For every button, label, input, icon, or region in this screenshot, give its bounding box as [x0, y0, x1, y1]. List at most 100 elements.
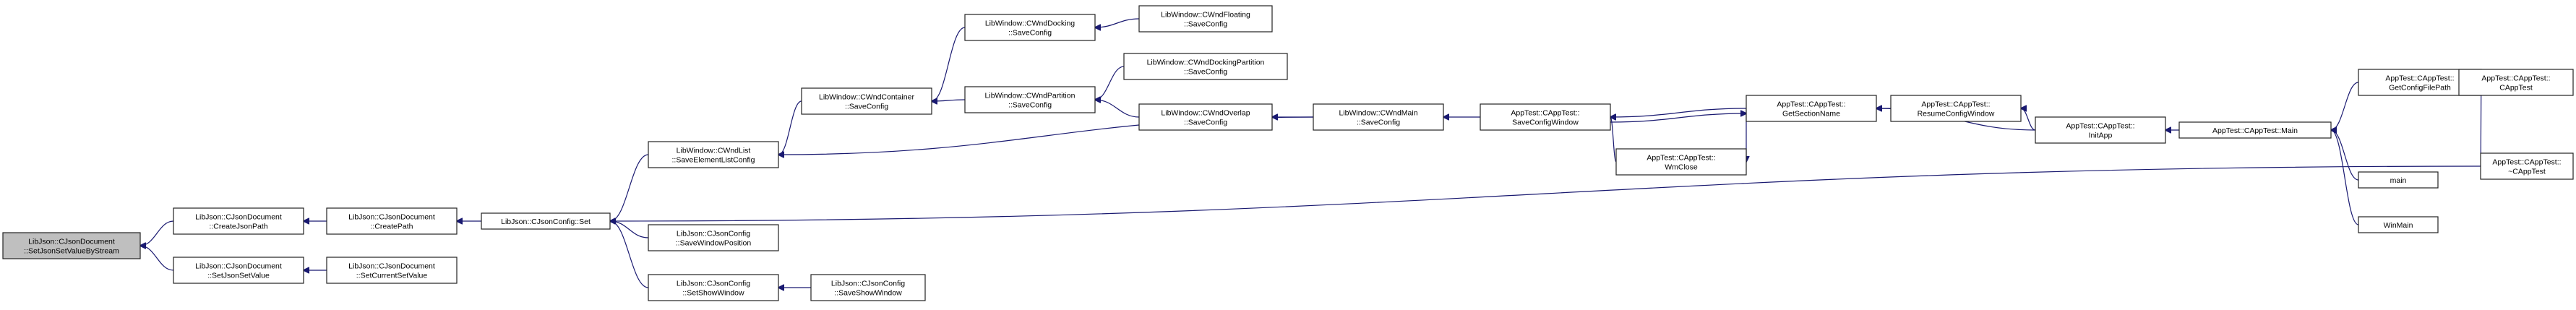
- node-label-line: WinMain: [2384, 221, 2413, 230]
- node-box: [326, 257, 458, 284]
- node-label-line: AppTest::CAppTest::: [1921, 100, 1990, 109]
- node-box: [964, 86, 1096, 113]
- node-overlapSaveConfig[interactable]: LibWindow::CWndOverlap::SaveConfig: [1138, 103, 1273, 131]
- edge-saveConfigWindow-to-getSectionName: [1610, 113, 1746, 123]
- node-getSectionName[interactable]: AppTest::CAppTest::GetSectionName: [1746, 95, 1877, 122]
- node-saveShowWindow[interactable]: LibJson::CJsonConfig::SaveShowWindow: [810, 274, 926, 301]
- node-createJsonPath[interactable]: LibJson::CJsonDocument::CreateJsonPath: [173, 207, 304, 235]
- node-box: [173, 207, 304, 235]
- node-box: [648, 274, 779, 301]
- node-label-line: AppTest::CAppTest::Main: [2212, 126, 2298, 135]
- edge-saveElementListConfig-to-jsonConfigSet: [610, 154, 649, 221]
- node-label-line: ::SetCurrentSetValue: [356, 272, 428, 280]
- node-box: [481, 212, 611, 230]
- node-ctor[interactable]: AppTest::CAppTest::CAppTest: [2458, 69, 2574, 96]
- node-label-line: ::SetShowWindow: [682, 289, 744, 298]
- node-label-line: AppTest::CAppTest::: [1511, 109, 1579, 118]
- node-setJsonSetValue[interactable]: LibJson::CJsonDocument::SetJsonSetValue: [173, 257, 304, 284]
- edge-getConfigFilePath-to-appMain: [2331, 82, 2359, 130]
- node-wmClose[interactable]: AppTest::CAppTest::WmClose: [1615, 148, 1747, 176]
- node-mainSaveConfig[interactable]: LibWindow::CWndMain::SaveConfig: [1313, 103, 1444, 131]
- node-box: [2, 232, 141, 259]
- edge-dockingSaveConfig-to-containerSaveConfig: [932, 27, 966, 101]
- node-label-line: LibJson::CJsonDocument: [195, 213, 282, 222]
- node-box: [2035, 116, 2166, 144]
- node-createPath[interactable]: LibJson::CJsonDocument::CreatePath: [326, 207, 458, 235]
- node-box: [1138, 103, 1273, 131]
- node-jsonConfigSet[interactable]: LibJson::CJsonConfig::Set: [481, 212, 611, 230]
- node-label-line: GetConfigFilePath: [2389, 84, 2451, 92]
- node-box: [2480, 152, 2574, 180]
- node-label-line: LibWindow::CWndOverlap: [1161, 109, 1250, 118]
- node-box: [1615, 148, 1747, 176]
- node-label-line: SaveConfigWindow: [1512, 119, 1579, 127]
- node-containerSaveConfig[interactable]: LibWindow::CWndContainer::SaveConfig: [801, 87, 932, 115]
- node-dtor[interactable]: AppTest::CAppTest::~CAppTest: [2480, 152, 2574, 180]
- node-label-line: CAppTest: [2499, 84, 2533, 92]
- node-saveConfigWindow[interactable]: AppTest::CAppTest::SaveConfigWindow: [1480, 103, 1611, 131]
- node-setCurrentSetValue[interactable]: LibJson::CJsonDocument::SetCurrentSetVal…: [326, 257, 458, 284]
- node-resumeConfigWindow[interactable]: AppTest::CAppTest::ResumeConfigWindow: [1890, 95, 2022, 122]
- node-label-line: LibJson::CJsonDocument: [195, 262, 282, 271]
- node-box: [1746, 95, 1877, 122]
- node-label-line: LibJson::CJsonDocument: [28, 238, 115, 246]
- node-label-line: LibWindow::CWndFloating: [1161, 11, 1250, 20]
- node-label-line: AppTest::CAppTest::: [2066, 122, 2134, 131]
- node-label-line: LibWindow::CWndDocking: [985, 20, 1075, 28]
- node-partitionSaveConfig[interactable]: LibWindow::CWndPartition::SaveConfig: [964, 86, 1096, 113]
- node-box: [2458, 69, 2574, 96]
- node-label-line: AppTest::CAppTest::: [1777, 100, 1845, 109]
- node-winMain[interactable]: WinMain: [2358, 216, 2439, 233]
- node-root[interactable]: LibJson::CJsonDocument::SetJsonSetValueB…: [2, 232, 141, 259]
- node-box: [964, 14, 1096, 41]
- node-box: [648, 141, 779, 168]
- node-box: [173, 257, 304, 284]
- node-setShowWindow[interactable]: LibJson::CJsonConfig::SetShowWindow: [648, 274, 779, 301]
- nodes-layer: LibJson::CJsonDocument::SetJsonSetValueB…: [2, 5, 2574, 301]
- node-label-line: LibJson::CJsonConfig: [677, 280, 750, 288]
- node-saveWindowPosition[interactable]: LibJson::CJsonConfig::SaveWindowPosition: [648, 224, 779, 251]
- node-label-line: ::SaveConfig: [1184, 68, 1227, 77]
- edge-setShowWindow-to-jsonConfigSet: [610, 221, 649, 288]
- node-box: [801, 87, 932, 115]
- node-box: [1313, 103, 1444, 131]
- node-label-line: InitApp: [2089, 132, 2113, 140]
- node-saveElementListConfig[interactable]: LibWindow::CWndList::SaveElementListConf…: [648, 141, 779, 168]
- node-box: [1138, 5, 1273, 33]
- node-initApp[interactable]: AppTest::CAppTest::InitApp: [2035, 116, 2166, 144]
- node-box: [1123, 53, 1288, 80]
- node-label-line: LibJson::CJsonConfig: [677, 230, 750, 238]
- node-floatingSaveConfig[interactable]: LibWindow::CWndFloating::SaveConfig: [1138, 5, 1273, 33]
- node-label-line: LibWindow::CWndDockingPartition: [1147, 59, 1265, 67]
- edge-createJsonPath-to-root: [140, 220, 174, 246]
- node-label-line: ::SetJsonSetValueByStream: [24, 247, 119, 256]
- node-box: [1480, 103, 1611, 131]
- node-label-line: LibJson::CJsonDocument: [348, 262, 435, 271]
- node-label-line: LibWindow::CWndContainer: [819, 93, 914, 102]
- edge-partitionSaveConfig-to-containerSaveConfig: [932, 100, 966, 101]
- node-label-line: ::SaveShowWindow: [834, 289, 902, 298]
- node-main[interactable]: main: [2358, 171, 2439, 189]
- node-label-line: LibJson::CJsonDocument: [348, 213, 435, 222]
- node-label-line: ::SetJsonSetValue: [207, 272, 270, 280]
- node-dockingPartitionSaveConfig[interactable]: LibWindow::CWndDockingPartition::SaveCon…: [1123, 53, 1288, 80]
- node-box: [2358, 216, 2439, 233]
- node-appMain[interactable]: AppTest::CAppTest::Main: [2178, 121, 2332, 139]
- node-label-line: LibJson::CJsonConfig::Set: [501, 218, 591, 226]
- node-label-line: ::CreatePath: [371, 223, 413, 231]
- node-label-line: AppTest::CAppTest::: [2481, 74, 2550, 83]
- node-dockingSaveConfig[interactable]: LibWindow::CWndDocking::SaveConfig: [964, 14, 1096, 41]
- node-label-line: ::SaveConfig: [1008, 29, 1052, 38]
- node-label-line: LibWindow::CWndPartition: [985, 92, 1076, 100]
- node-box: [2178, 121, 2332, 139]
- node-label-line: AppTest::CAppTest::: [1647, 154, 1715, 163]
- node-label-line: GetSectionName: [1782, 110, 1840, 119]
- edge-containerSaveConfig-to-saveElementListConfig: [778, 100, 802, 155]
- node-label-line: ::SaveWindowPosition: [676, 239, 752, 248]
- node-label-line: ResumeConfigWindow: [1918, 110, 1995, 119]
- node-label-line: LibWindow::CWndList: [677, 147, 751, 155]
- node-label-line: main: [2390, 176, 2407, 185]
- node-box: [648, 224, 779, 251]
- node-box: [326, 207, 458, 235]
